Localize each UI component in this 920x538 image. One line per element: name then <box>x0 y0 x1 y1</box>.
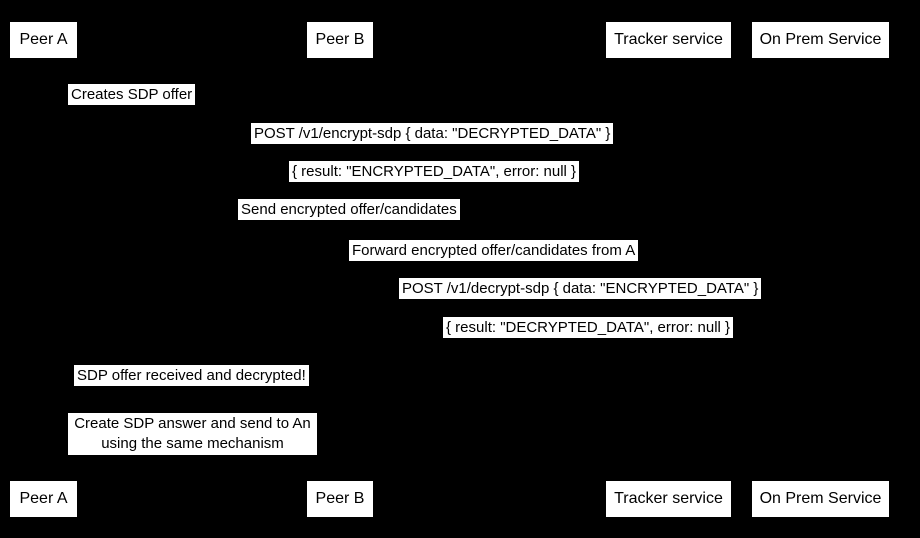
message-decrypt-result: { result: "DECRYPTED_DATA", error: null … <box>443 317 734 338</box>
message-send-encrypted-offer: Send encrypted offer/candidates <box>238 199 460 220</box>
participant-peer-b-bottom: Peer B <box>307 481 373 517</box>
message-post-decrypt-sdp: POST /v1/decrypt-sdp { data: "ENCRYPTED_… <box>399 278 762 299</box>
participant-peer-a-bottom: Peer A <box>10 481 77 517</box>
participant-tracker-service-bottom: Tracker service <box>606 481 731 517</box>
participant-peer-b-top: Peer B <box>307 22 373 58</box>
lifeline-on-prem <box>820 58 821 481</box>
message-creates-sdp-offer: Creates SDP offer <box>68 84 196 105</box>
note-create-sdp-answer: Create SDP answer and send to An using t… <box>68 413 317 455</box>
participant-peer-a-top: Peer A <box>10 22 77 58</box>
lifeline-peer-a <box>43 58 44 481</box>
message-encrypt-result: { result: "ENCRYPTED_DATA", error: null … <box>289 161 580 182</box>
participant-on-prem-service-top: On Prem Service <box>752 22 889 58</box>
message-forward-encrypted-offer: Forward encrypted offer/candidates from … <box>349 240 639 261</box>
message-sdp-offer-received: SDP offer received and decrypted! <box>74 365 309 386</box>
note-line-2: using the same mechanism <box>101 435 284 452</box>
message-post-encrypt-sdp: POST /v1/encrypt-sdp { data: "DECRYPTED_… <box>251 123 614 144</box>
lifeline-peer-b <box>340 58 341 481</box>
lifeline-tracker <box>668 58 669 481</box>
note-line-1: Create SDP answer and send to An <box>74 415 311 432</box>
participant-on-prem-service-bottom: On Prem Service <box>752 481 889 517</box>
participant-tracker-service-top: Tracker service <box>606 22 731 58</box>
